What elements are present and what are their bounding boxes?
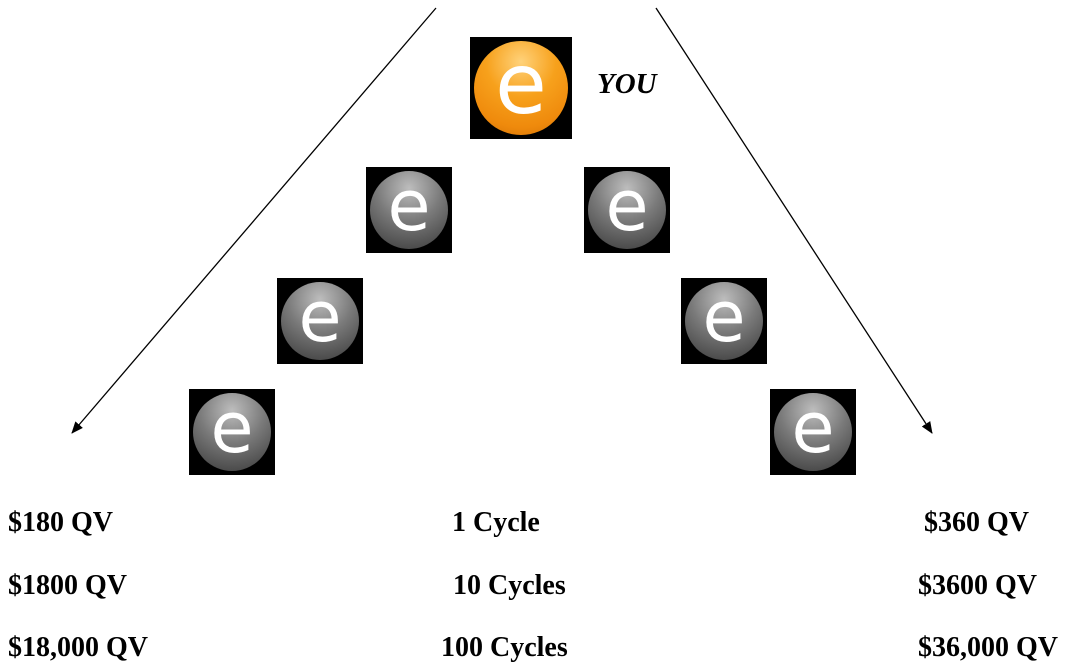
gray-e-icon: e [281, 282, 359, 360]
right-value-3: $36,000 QV [918, 632, 1058, 663]
gray-e-icon: e [588, 171, 666, 249]
gray-e-icon: e [193, 393, 271, 471]
cycles-value-1: 1 Cycle [452, 507, 540, 538]
left-value-3: $18,000 QV [8, 632, 148, 663]
left-node-2: e [277, 278, 363, 364]
gray-e-icon: e [774, 393, 852, 471]
right-value-2: $3600 QV [918, 570, 1037, 601]
cycles-value-3: 100 Cycles [441, 632, 568, 663]
orange-e-icon: e [474, 41, 568, 135]
e-glyph: e [495, 35, 547, 133]
right-arrow [655, 7, 933, 434]
left-arrow [71, 7, 437, 434]
left-value-1: $180 QV [8, 507, 113, 538]
you-label: YOU [597, 68, 657, 100]
gray-e-icon: e [685, 282, 763, 360]
you-node: e [470, 37, 572, 139]
cycles-value-2: 10 Cycles [453, 570, 566, 601]
right-node-3: e [770, 389, 856, 475]
left-value-2: $1800 QV [8, 570, 127, 601]
right-value-1: $360 QV [924, 507, 1029, 538]
left-node-1: e [366, 167, 452, 253]
gray-e-icon: e [370, 171, 448, 249]
right-node-1: e [584, 167, 670, 253]
left-node-3: e [189, 389, 275, 475]
right-node-2: e [681, 278, 767, 364]
